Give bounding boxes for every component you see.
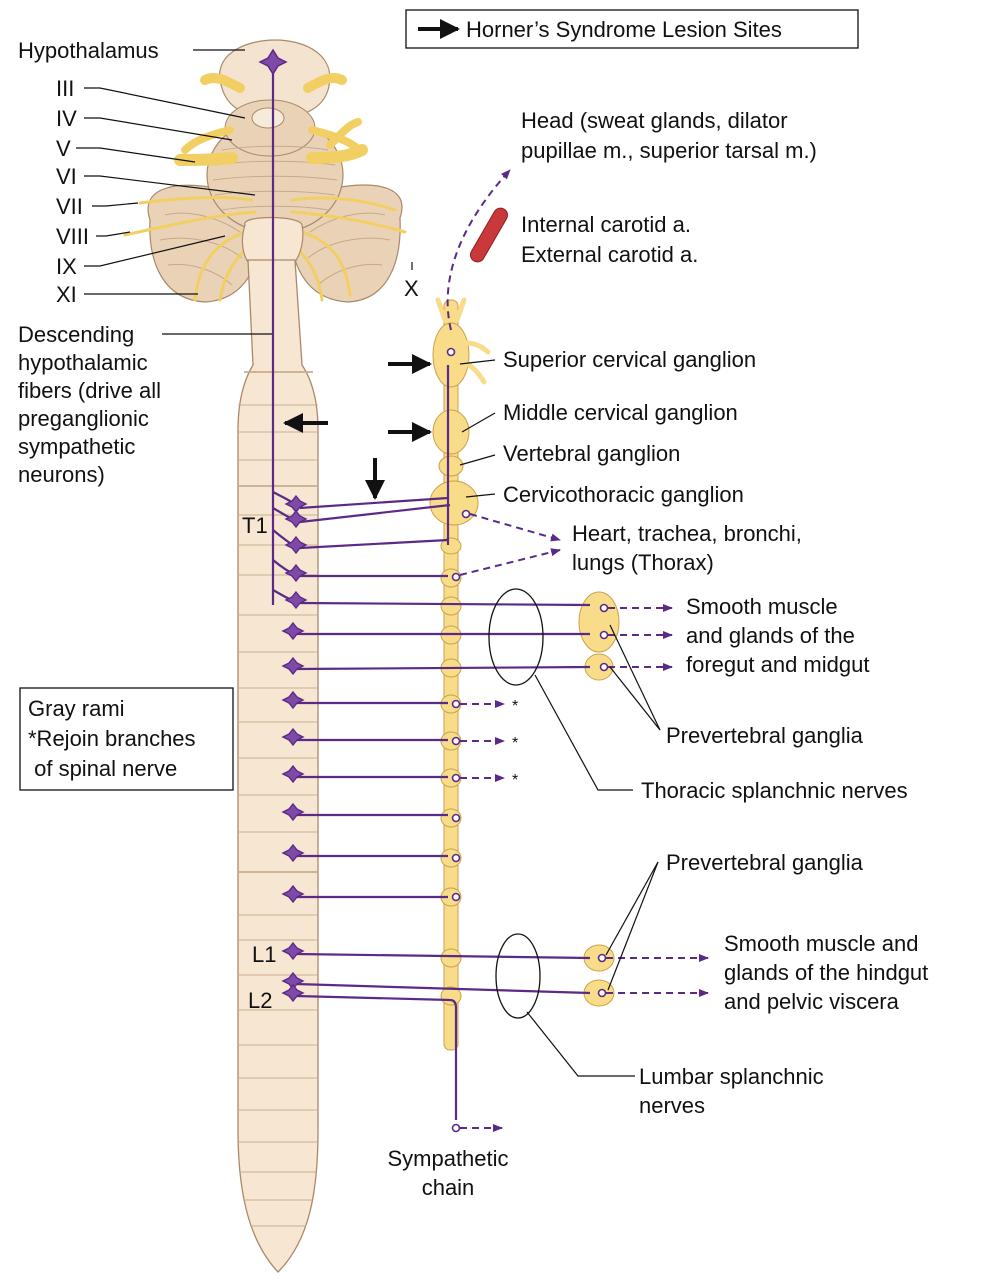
descending-line5: sympathetic — [18, 434, 135, 459]
lumbar-line2: nerves — [639, 1093, 705, 1118]
label-prevertebral-upper: Prevertebral ganglia — [666, 723, 864, 748]
lumbar-line1: Lumbar splanchnic — [639, 1064, 824, 1089]
hindgut-line1: Smooth muscle and — [724, 931, 918, 956]
preganglionic-fibers — [273, 365, 590, 1120]
label-cervicothoracic-ganglion: Cervicothoracic ganglion — [503, 482, 744, 507]
label-vertebral-ganglion: Vertebral ganglion — [503, 441, 680, 466]
foregut-line1: Smooth muscle — [686, 594, 838, 619]
sympathetic-chain-line2: chain — [422, 1175, 475, 1200]
gray-rami-line3: of spinal nerve — [28, 756, 177, 781]
legend-title: Horner’s Syndrome Lesion Sites — [466, 17, 782, 42]
label-cn10: X — [404, 276, 419, 301]
descending-line3: fibers (drive all — [18, 378, 161, 403]
asterisk-1: * — [512, 698, 518, 715]
descending-line4: preganglionic — [18, 406, 149, 431]
label-cn4: IV — [56, 106, 77, 131]
segment-t1: T1 — [242, 513, 268, 538]
thorax-line1: Heart, trachea, bronchi, — [572, 521, 802, 546]
segment-l1: L1 — [252, 942, 276, 967]
label-middle-ganglion: Middle cervical ganglion — [503, 400, 738, 425]
label-cn7: VII — [56, 194, 83, 219]
prevertebral-ganglia — [579, 592, 619, 1006]
gray-rami-line1: Gray rami — [28, 696, 125, 721]
segment-l2: L2 — [248, 988, 272, 1013]
label-cn11: XI — [56, 282, 77, 307]
label-cn3: III — [56, 76, 74, 101]
hindgut-line3: and pelvic viscera — [724, 989, 900, 1014]
spinal-cord — [238, 260, 318, 1272]
thorax-line2: lungs (Thorax) — [572, 550, 714, 575]
label-superior-ganglion: Superior cervical ganglion — [503, 347, 756, 372]
label-hypothalamus: Hypothalamus — [18, 38, 159, 63]
asterisk-3: * — [512, 772, 518, 789]
foregut-line3: foregut and midgut — [686, 652, 869, 677]
descending-line2: hypothalamic — [18, 350, 148, 375]
carotid-internal: Internal carotid a. — [521, 212, 691, 237]
label-prevertebral-lower: Prevertebral ganglia — [666, 850, 864, 875]
label-thoracic-splanchnic: Thoracic splanchnic nerves — [641, 778, 908, 803]
carotid-artery — [468, 206, 510, 265]
lumbar-splanchnic-oval — [496, 934, 540, 1018]
postganglionic-dashed-fibers — [448, 170, 708, 1128]
label-cn5: V — [56, 136, 71, 161]
label-cn8: VIII — [56, 224, 89, 249]
hindgut-line2: glands of the hindgut — [724, 960, 928, 985]
chain-ganglia — [430, 323, 478, 1005]
descending-line6: neurons) — [18, 462, 105, 487]
sympathetic-chain-line1: Sympathetic — [387, 1146, 508, 1171]
gray-rami-line2: *Rejoin branches — [28, 726, 196, 751]
asterisk-2: * — [512, 735, 518, 752]
head-line2: pupillae m., superior tarsal m.) — [521, 138, 817, 163]
foregut-line2: and glands of the — [686, 623, 855, 648]
carotid-external: External carotid a. — [521, 242, 698, 267]
descending-line1: Descending — [18, 322, 134, 347]
head-line1: Head (sweat glands, dilator — [521, 108, 788, 133]
optic-chiasm — [252, 108, 284, 128]
label-cn6: VI — [56, 164, 77, 189]
label-cn9: IX — [56, 254, 77, 279]
